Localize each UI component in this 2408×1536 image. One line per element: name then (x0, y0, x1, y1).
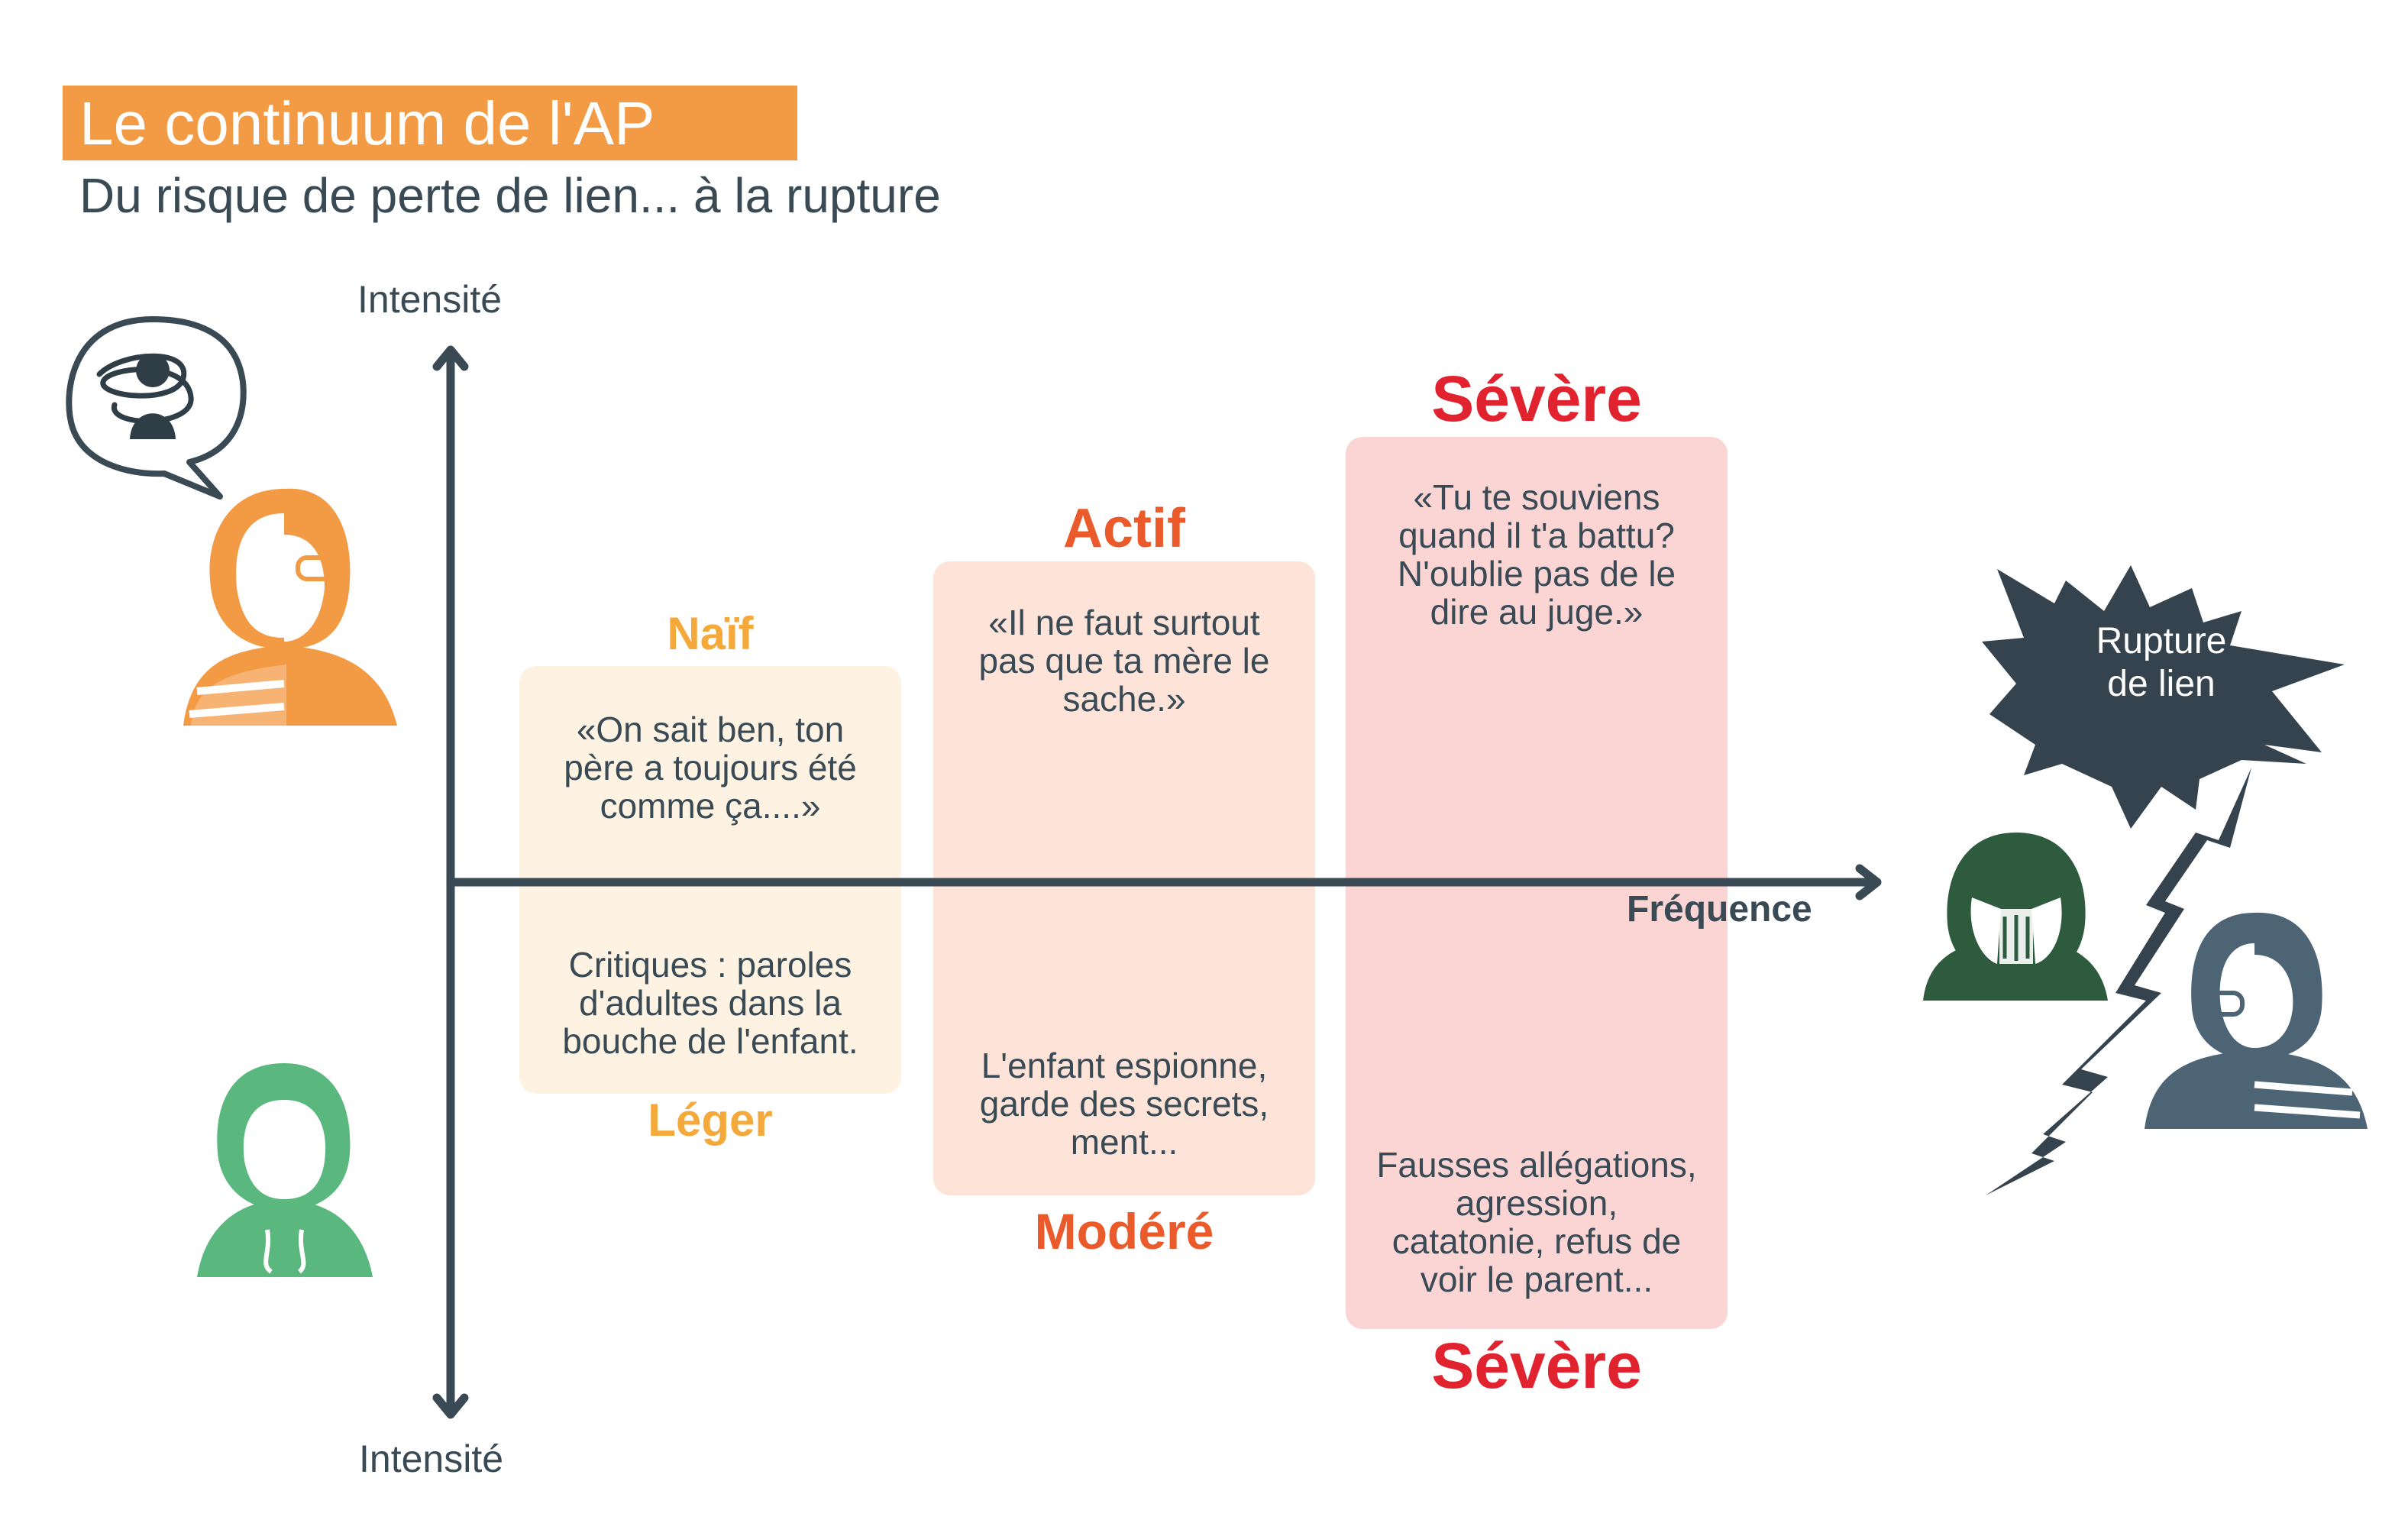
level-actif-bottom-label: Modéré (1034, 1203, 1214, 1260)
x-axis (446, 864, 1882, 901)
x-axis-label: Fréquence (1627, 889, 1812, 930)
level-naif-top-label: Naïf (667, 608, 754, 659)
level-severe-quote-bottom: Fausses allégations, agression, catatoni… (1376, 1145, 1697, 1299)
page-subtitle: Du risque de perte de lien... à la ruptu… (79, 168, 941, 223)
rupture-label: Rupture de lien (2096, 621, 2227, 704)
child-face-icon (197, 1063, 373, 1277)
level-naif-quote-bottom: Critiques : paroles d'adultes dans la bo… (562, 945, 858, 1061)
y-axis-top-label: Intensité (357, 278, 503, 321)
level-actif-quote-bottom: L'enfant espionne, garde des secrets, me… (979, 1046, 1269, 1162)
level-naif-quote-top: «On sait ben, ton père a toujours été co… (564, 710, 857, 826)
level-severe-bottom-label: Sévère (1431, 1330, 1642, 1402)
level-severe-quote-top: «Tu te souviens quand il t'a battu? N'ou… (1397, 477, 1676, 632)
level-actif-quote-top: «Il ne faut surtout pas que ta mère le s… (978, 603, 1270, 719)
y-axis-bottom-label: Intensité (359, 1437, 504, 1480)
page-title: Le continuum de l'AP (79, 89, 655, 157)
parent-half-face-icon-slate (2145, 912, 2368, 1129)
speech-burst-icon (1982, 565, 2345, 829)
scribbled-thought-bubble-icon (66, 316, 247, 500)
crying-child-icon (1923, 833, 2108, 1001)
title-banner (63, 86, 797, 160)
parent-half-face-icon (183, 488, 397, 726)
level-actif-top-label: Actif (1063, 498, 1185, 559)
level-severe-top-label: Sévère (1431, 363, 1642, 435)
level-naif-bottom-label: Léger (648, 1095, 773, 1146)
